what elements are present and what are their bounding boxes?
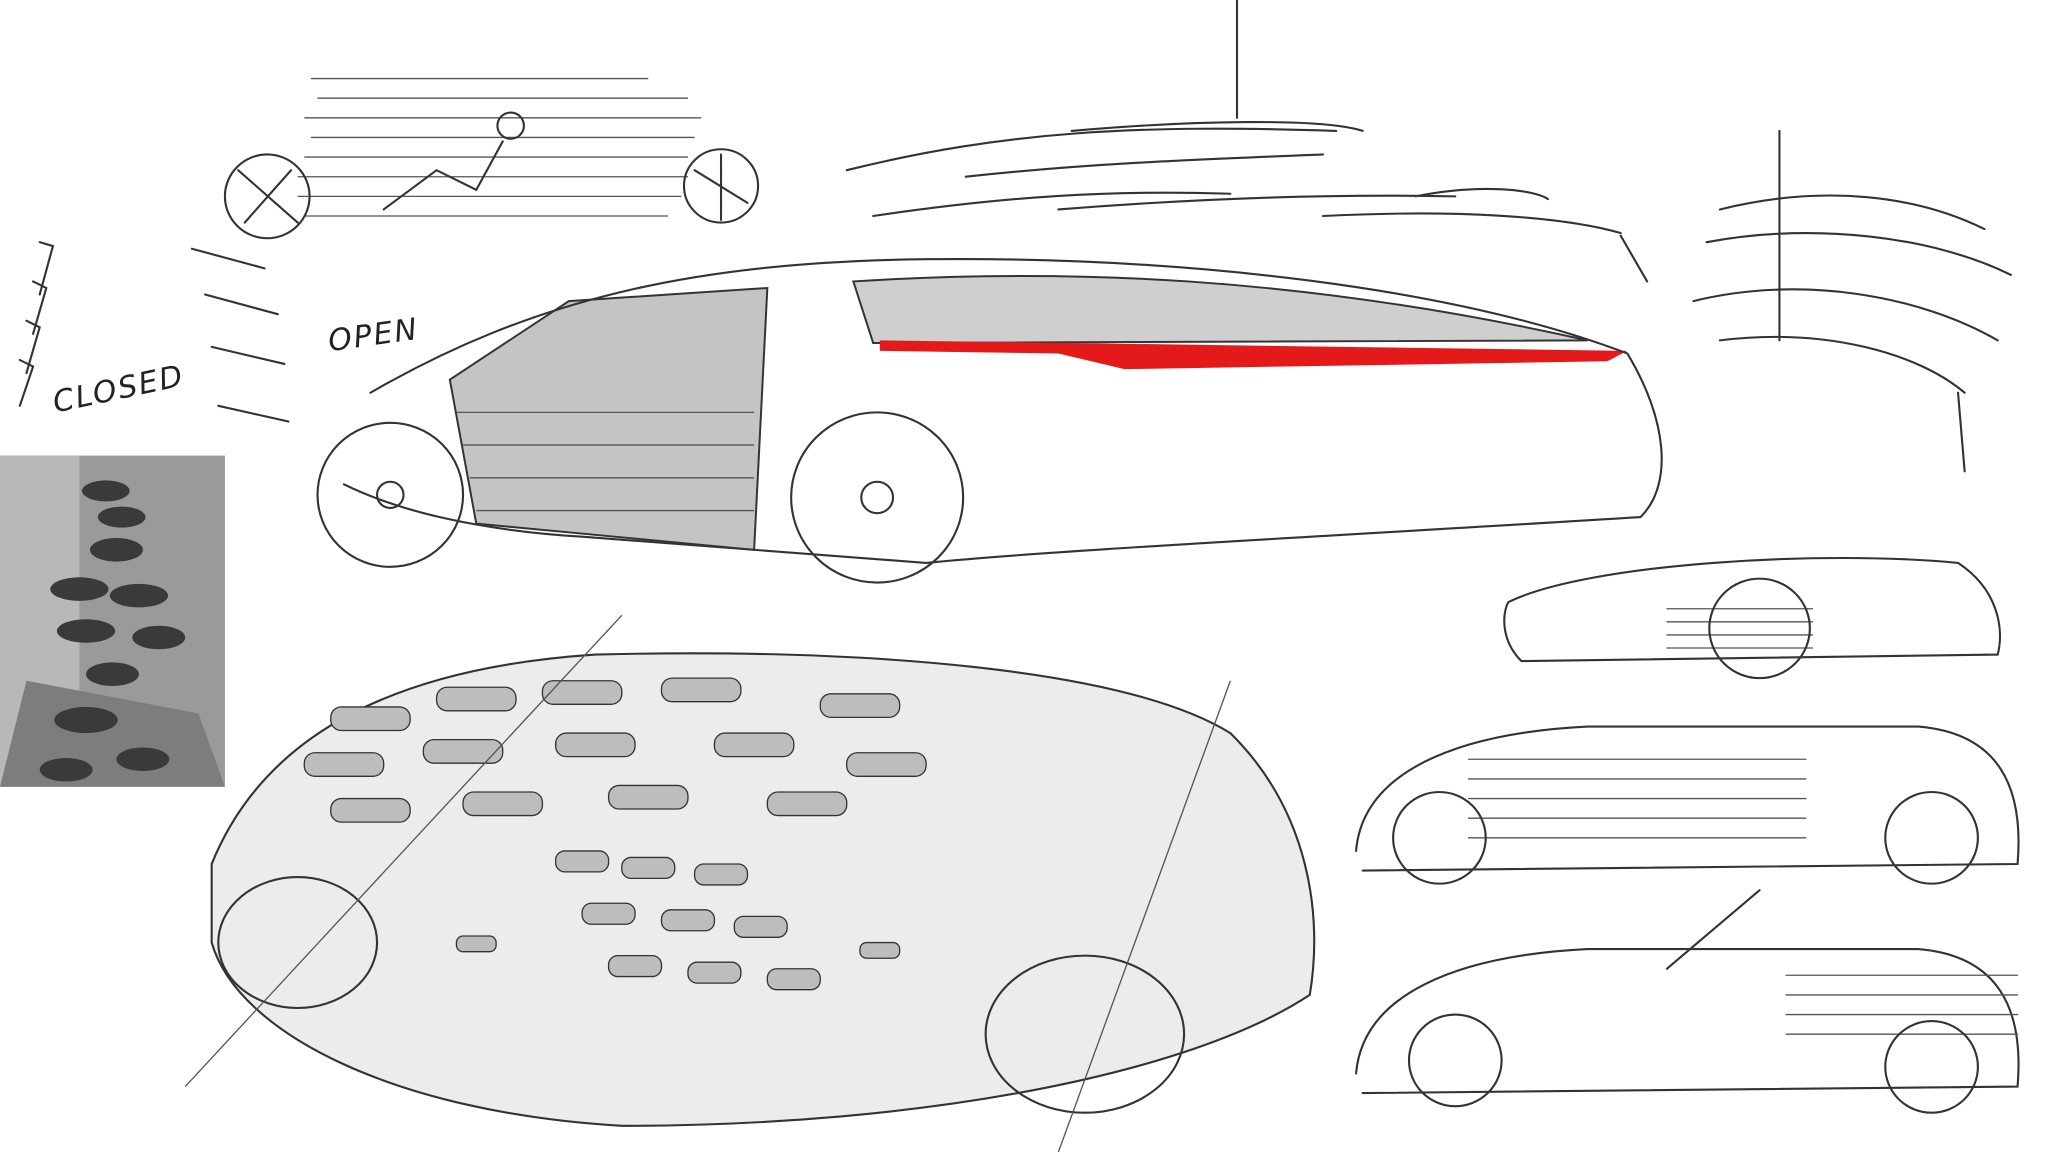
reclined-seat-sketch: [223, 77, 760, 240]
side-view-sketch-1: [1355, 725, 2020, 885]
shingle-detail-sketch: [1692, 129, 2013, 473]
roof-shingle-sketch: [845, 0, 1649, 283]
side-view-sketch-2: [1355, 889, 2020, 1114]
red-accent-stripe: [879, 340, 1628, 370]
main-car-sketch: [316, 258, 1663, 584]
umbrella-reference-photo: [0, 455, 225, 787]
slat-diagram: [18, 241, 290, 423]
shingle-car-perspective: [184, 614, 1316, 1152]
rear-view-sketch: [1503, 556, 2001, 680]
